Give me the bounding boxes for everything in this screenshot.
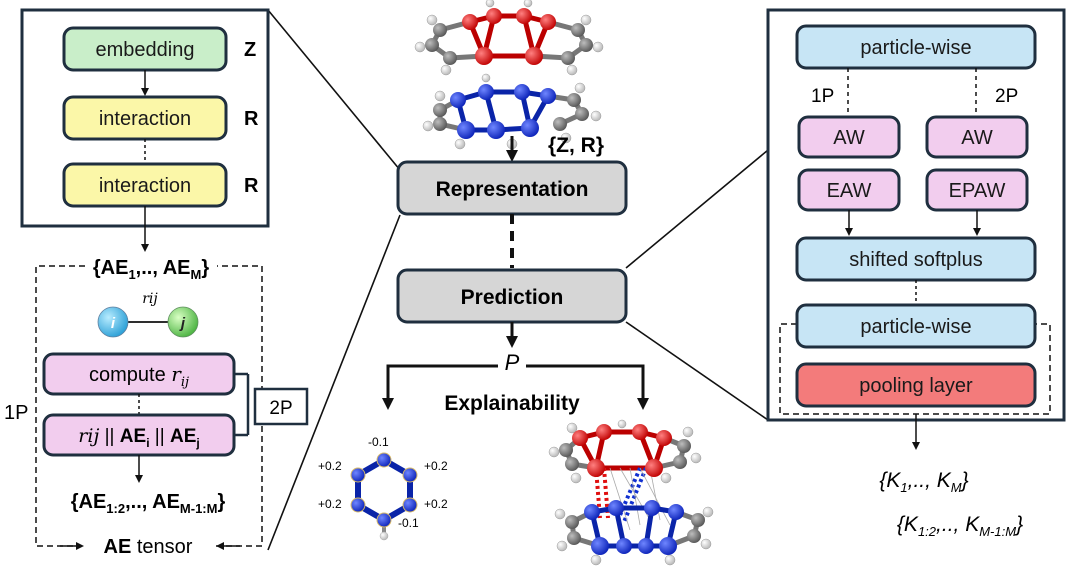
label-2p-right: 2P (995, 86, 1018, 107)
box-2p (253, 387, 309, 426)
hex-value-bottom: -0.1 (398, 516, 419, 530)
aw-label-2: AW (961, 127, 993, 149)
representation-label: Representation (436, 178, 589, 201)
arrow-p-right (526, 364, 649, 410)
z-symbol: Z (244, 39, 256, 61)
particle-wise-bottom-box (795, 303, 1037, 349)
particle-wise-bottom-label: particle-wise (860, 316, 971, 338)
node-i-label: i (111, 315, 116, 332)
aw-box-2 (925, 115, 1029, 159)
zoom-line-bottom (267, 214, 401, 551)
compute-rij-label: compute rij (89, 362, 189, 390)
zoom-line-right-top (625, 149, 769, 269)
pair-ae-set-label: {AE1:2,.., AEM-1:M} (71, 491, 226, 516)
r-symbol-2: R (244, 175, 259, 197)
p-label: P (505, 350, 520, 375)
node-j-label: j (179, 315, 186, 332)
label-1p-right: 1P (811, 86, 834, 107)
node-i (97, 306, 129, 338)
left-panel: embedding Z interaction R interaction R … (4, 8, 401, 558)
aw-box-1 (797, 115, 901, 159)
eaw-label: EAW (827, 180, 872, 202)
pooling-layer-box (795, 362, 1037, 408)
hex-value-lower-left: +0.2 (318, 497, 342, 511)
epaw-label: EPAW (949, 180, 1006, 202)
r-symbol-1: R (244, 108, 259, 130)
particle-wise-top-box (795, 24, 1037, 70)
concat-label: rij || AEi || AEj (78, 425, 199, 450)
molecule-blue-top (422, 73, 602, 150)
embedding-label: embedding (96, 39, 195, 61)
arrow-p-left (382, 364, 498, 410)
k-set-label: {K1,.., KM} (879, 469, 968, 495)
shifted-softplus-label: shifted softplus (849, 249, 982, 271)
particle-wise-top-label: particle-wise (860, 37, 971, 59)
hex-value-upper-right: +0.2 (424, 459, 448, 473)
pooling-layer-label: pooling layer (859, 375, 973, 397)
zoom-line-top (267, 9, 401, 171)
explainability-label: Explainability (444, 392, 580, 415)
node-j (167, 306, 199, 338)
k-pair-set-label: {K1:2,.., KM-1:M} (897, 513, 1023, 539)
hex-value-upper-left: +0.2 (318, 459, 342, 473)
center-panel: {Z, R} Representation Prediction P Expla… (318, 0, 714, 566)
interaction-label-1: interaction (99, 108, 191, 130)
label-2p-left: 2P (269, 398, 292, 419)
explain-dimer (548, 419, 714, 566)
ae-set-label: {AE1,.., AEM} (93, 257, 209, 282)
zoom-line-right-bottom (625, 321, 769, 421)
hex-value-top: -0.1 (368, 435, 389, 449)
molecule-red-top (414, 0, 604, 76)
interaction-label-2: interaction (99, 175, 191, 197)
ae-tensor-label: AE tensor (104, 536, 193, 558)
prediction-frame (766, 8, 1066, 422)
zr-input-label: {Z, R} (548, 134, 604, 157)
explain-hexagon: -0.1 +0.2 +0.2 +0.2 +0.2 -0.1 (318, 435, 448, 541)
label-1p-left: 1P (4, 402, 28, 424)
prediction-label: Prediction (461, 286, 564, 309)
pooling-dashed-frame (779, 323, 1051, 415)
right-panel: particle-wise 1P 2P AW AW EAW EPAW shift… (625, 8, 1066, 539)
aw-label-1: AW (833, 127, 865, 149)
hex-value-lower-right: +0.2 (424, 497, 448, 511)
rij-edge-label: rij (142, 291, 158, 307)
